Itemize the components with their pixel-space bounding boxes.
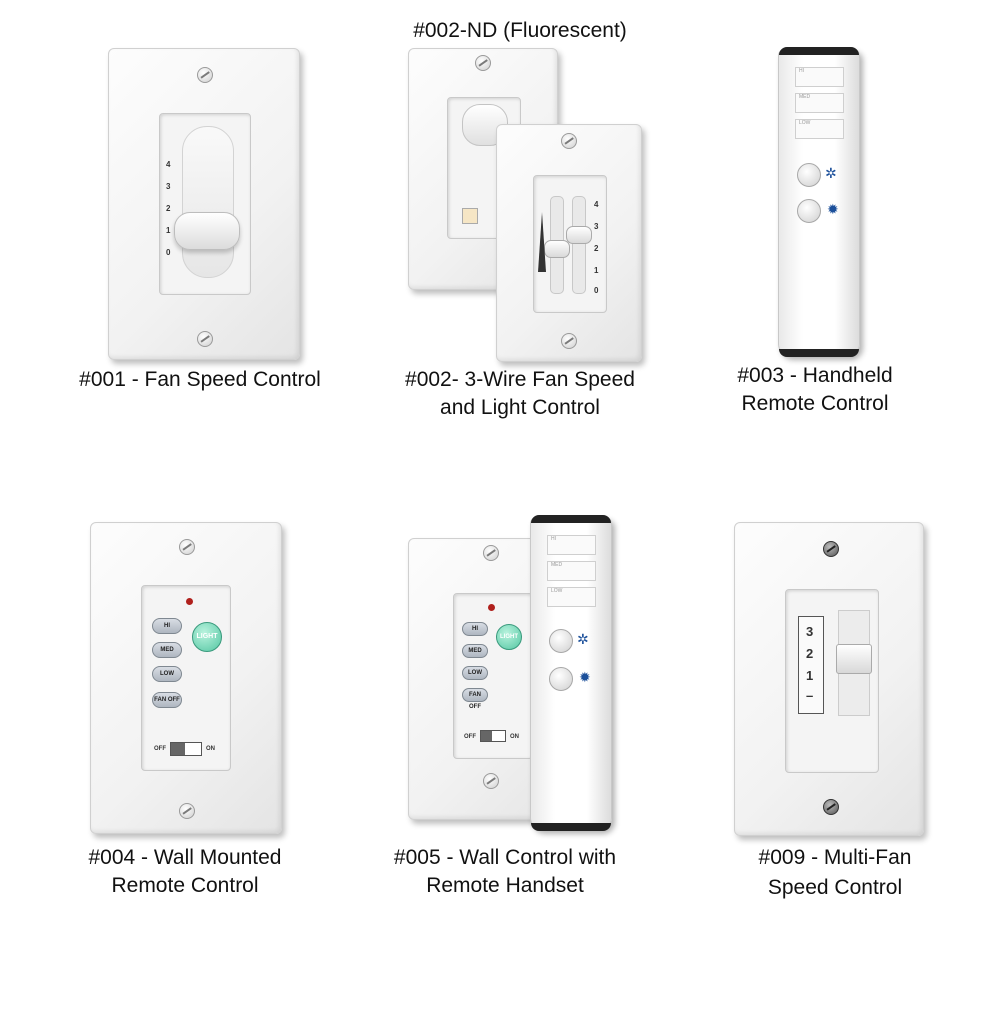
- slider-insert: 3 2 1 –: [785, 589, 879, 773]
- scale-label: 1: [806, 668, 814, 683]
- on-label: ON: [206, 746, 215, 752]
- screw-icon: [483, 545, 499, 561]
- power-toggle[interactable]: [170, 742, 202, 756]
- remote-key-low[interactable]: LOW: [547, 587, 596, 607]
- screw-icon: [561, 333, 577, 349]
- hi-button[interactable]: HI: [462, 622, 488, 636]
- fan-icon: ✲: [577, 631, 589, 647]
- wall-mounted-remote-plate: HI MED LOW FAN OFF LIGHT OFF ON: [90, 522, 282, 834]
- remote-key-low[interactable]: LOW: [795, 119, 844, 139]
- remote-key-hi[interactable]: HI: [795, 67, 844, 87]
- remote-bottom-cap: [531, 823, 611, 831]
- slider-track: [182, 126, 234, 278]
- scale-label: 3: [166, 182, 171, 191]
- slider-knob[interactable]: [174, 212, 240, 250]
- light-button[interactable]: [549, 667, 573, 691]
- remote-bottom-cap: [779, 349, 859, 357]
- screw-icon: [197, 67, 213, 83]
- fan-icon: ✲: [825, 165, 837, 181]
- fan-slider-knob[interactable]: [566, 226, 592, 244]
- handheld-remote: HI MED LOW ✲ ✹: [778, 47, 860, 357]
- scale-label: 1: [594, 266, 599, 275]
- light-button[interactable]: LIGHT: [496, 624, 522, 650]
- caption-003-line1: #003 - Handheld: [737, 364, 893, 387]
- light-button[interactable]: LIGHT: [192, 622, 222, 652]
- scale-label: 1: [166, 226, 171, 235]
- remote-top-cap: [531, 515, 611, 523]
- screw-icon: [475, 55, 491, 71]
- fan-speed-control-plate: 4 3 2 1 0: [108, 48, 300, 360]
- scale-label: 0: [166, 248, 171, 257]
- screw-icon: [483, 773, 499, 789]
- screw-icon: [179, 803, 195, 819]
- scale-label: 3: [806, 624, 814, 639]
- caption-009-line1: #009 - Multi-Fan: [758, 846, 912, 869]
- scale-label: –: [806, 688, 814, 703]
- fan-light-control-plate: 4 3 2 1 0: [496, 124, 642, 362]
- fan-off-button[interactable]: FAN OFF: [152, 692, 182, 708]
- keypad-insert: HI MED LOW FAN OFF LIGHT OFF ON: [141, 585, 231, 771]
- light-button[interactable]: [797, 199, 821, 223]
- bulb-icon: ✹: [827, 201, 839, 217]
- low-button[interactable]: LOW: [152, 666, 182, 682]
- low-button[interactable]: LOW: [462, 666, 488, 680]
- keypad-insert: HI MED LOW FAN OFF LIGHT OFF ON: [453, 593, 533, 759]
- bulb-icon: ✹: [579, 669, 591, 685]
- fan-off-button[interactable]: FAN OFF: [462, 688, 488, 710]
- med-button[interactable]: MED: [462, 644, 488, 658]
- scale-label: 4: [594, 200, 599, 209]
- screw-icon: [561, 133, 577, 149]
- med-button[interactable]: MED: [152, 642, 182, 658]
- caption-005-line2: Remote Handset: [426, 874, 584, 897]
- light-slider-knob[interactable]: [544, 240, 570, 258]
- scale-label: 3: [594, 222, 599, 231]
- scale-label: 2: [594, 244, 599, 253]
- caption-002-line2: and Light Control: [440, 396, 600, 419]
- speed-scale: [798, 616, 824, 714]
- power-toggle[interactable]: [480, 730, 506, 742]
- caption-005-line1: #005 - Wall Control with: [393, 846, 617, 869]
- remote-top-cap: [779, 47, 859, 55]
- scale-label: 0: [594, 286, 599, 295]
- dual-slider-insert: 4 3 2 1 0: [533, 175, 607, 313]
- slider-knob[interactable]: [836, 644, 872, 674]
- toggle-switch[interactable]: [462, 208, 478, 224]
- on-label: ON: [510, 734, 519, 740]
- caption-001: #001 - Fan Speed Control: [79, 368, 321, 391]
- slider-insert: 4 3 2 1 0: [159, 113, 251, 295]
- caption-002-line1: #002- 3-Wire Fan Speed: [405, 368, 635, 391]
- scale-label: 2: [806, 646, 814, 661]
- remote-key-hi[interactable]: HI: [547, 535, 596, 555]
- caption-004-line1: #004 - Wall Mounted: [88, 846, 282, 869]
- indicator-led: [186, 598, 193, 605]
- dimmer-wedge: [538, 212, 546, 272]
- screw-icon: [823, 541, 839, 557]
- slider-track: [572, 196, 586, 294]
- fluorescent-label: #002-ND (Fluorescent): [413, 19, 627, 42]
- hi-button[interactable]: HI: [152, 618, 182, 634]
- remote-key-med[interactable]: MED: [795, 93, 844, 113]
- screw-icon: [823, 799, 839, 815]
- scale-label: 4: [166, 160, 171, 169]
- remote-key-med[interactable]: MED: [547, 561, 596, 581]
- off-label: OFF: [154, 746, 166, 752]
- fan-button[interactable]: [797, 163, 821, 187]
- off-label: OFF: [464, 734, 476, 740]
- caption-004-line2: Remote Control: [111, 874, 259, 897]
- remote-handset: HI MED LOW ✲ ✹: [530, 515, 612, 831]
- fan-button[interactable]: [549, 629, 573, 653]
- screw-icon: [197, 331, 213, 347]
- caption-003-line2: Remote Control: [741, 392, 889, 415]
- multi-fan-speed-control-plate: 3 2 1 –: [734, 522, 924, 836]
- indicator-led: [488, 604, 495, 611]
- scale-label: 2: [166, 204, 171, 213]
- caption-009-line2: Speed Control: [767, 876, 903, 899]
- screw-icon: [179, 539, 195, 555]
